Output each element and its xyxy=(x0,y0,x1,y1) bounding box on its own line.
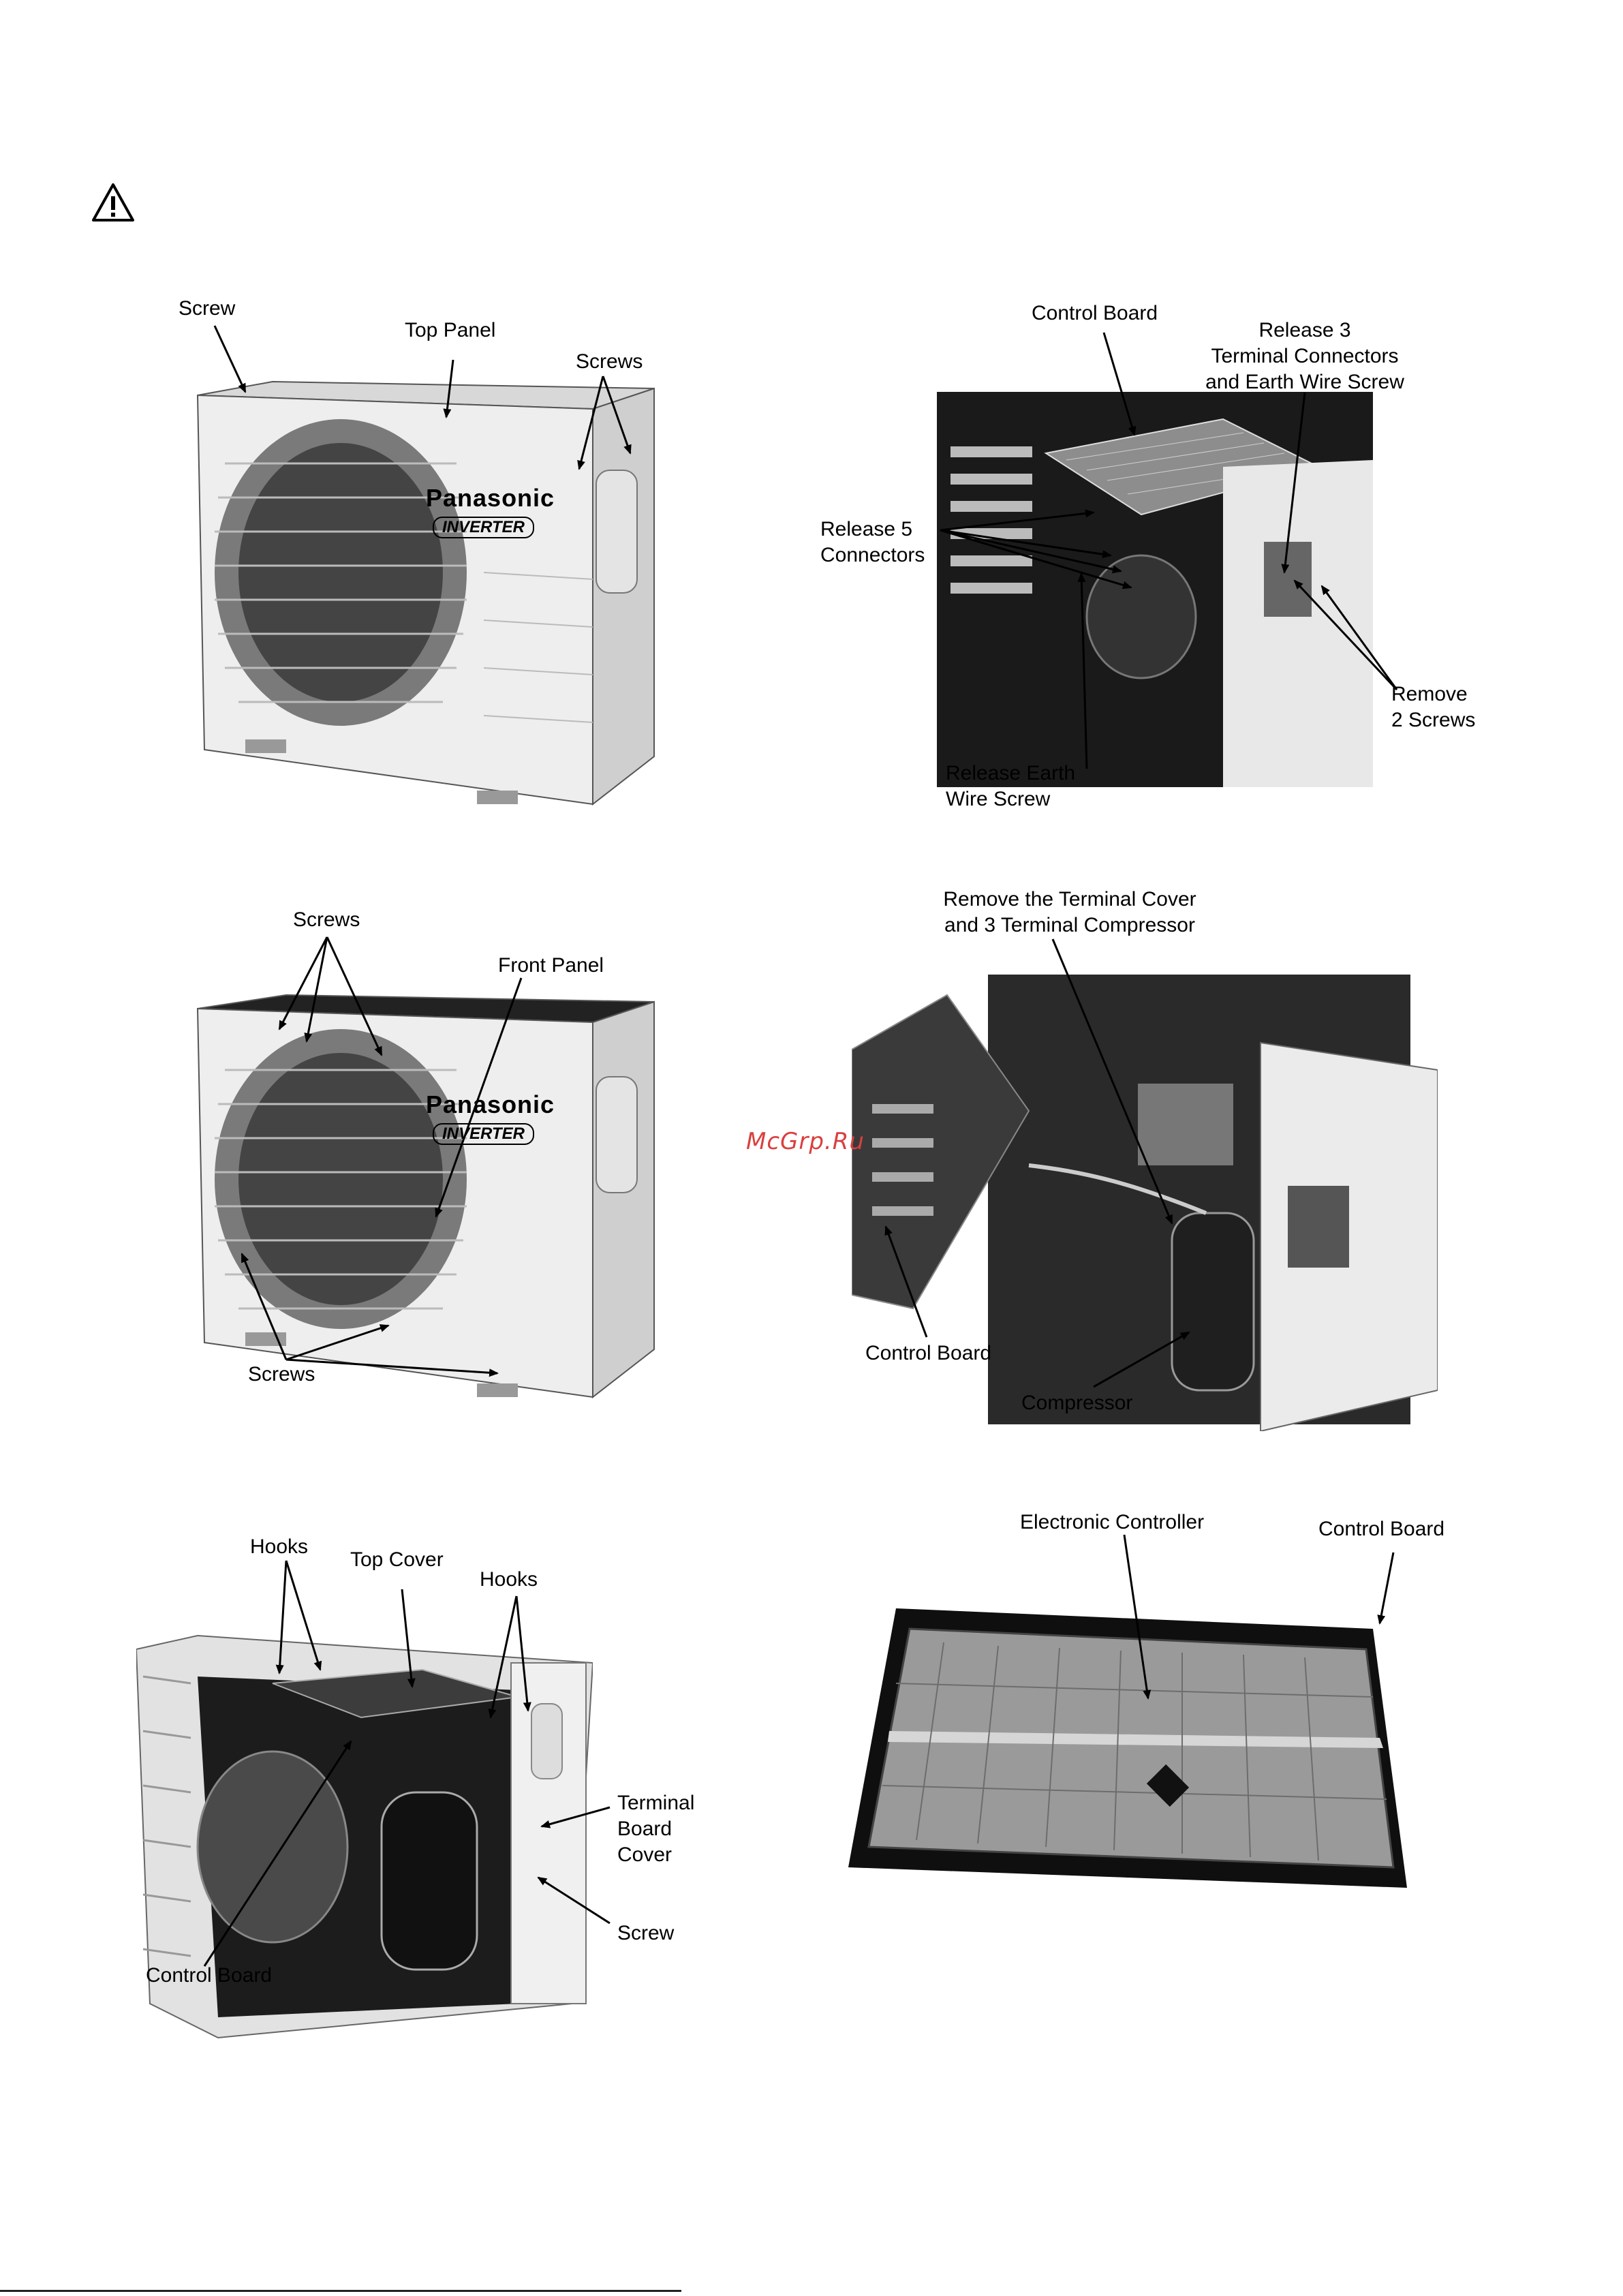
brand-logo: Panasonic xyxy=(426,484,555,512)
label-screws-bottom: Screws xyxy=(248,1363,315,1386)
photo-front-panel: Panasonic INVERTER xyxy=(184,981,675,1404)
label-release-3: Release 3 Terminal Connectors and Earth … xyxy=(1205,319,1404,393)
label-compressor: Compressor xyxy=(1021,1392,1133,1414)
photo-electronic-controller xyxy=(841,1567,1414,1922)
label-release-5-connectors: Release 5 Connectors xyxy=(820,518,925,566)
photo-compressor-terminal xyxy=(851,968,1438,1433)
label-screws: Screws xyxy=(576,350,643,373)
label-electronic-controller: Electronic Controller xyxy=(1020,1511,1205,1533)
warning-triangle-icon xyxy=(91,183,135,222)
label-top-panel: Top Panel xyxy=(405,319,496,341)
photo-outdoor-unit-top-panel: Panasonic INVERTER xyxy=(184,368,675,811)
inverter-badge: INVERTER xyxy=(433,517,534,538)
label-control-board: Control Board xyxy=(146,1964,273,1987)
label-screw: Screw xyxy=(617,1922,675,1944)
label-remove-terminal-cover: Remove the Terminal Cover and 3 Terminal… xyxy=(943,888,1196,936)
photo-top-cover-hooks xyxy=(135,1622,594,2045)
inverter-badge: INVERTER xyxy=(433,1123,534,1145)
label-control-board: Control Board xyxy=(865,1342,992,1364)
label-remove-2-screws: Remove 2 Screws xyxy=(1391,683,1476,731)
label-top-cover: Top Cover xyxy=(350,1548,444,1571)
label-screws-top: Screws xyxy=(293,908,360,931)
label-front-panel: Front Panel xyxy=(498,954,604,977)
label-control-board: Control Board xyxy=(1318,1518,1445,1540)
label-screw: Screw xyxy=(179,297,236,320)
footer-rule xyxy=(0,2290,681,2292)
photo-control-board-connectors xyxy=(937,392,1373,787)
brand-logo: Panasonic xyxy=(426,1090,555,1118)
label-hooks-left: Hooks xyxy=(250,1535,309,1558)
label-terminal-board-cover: Terminal Board Cover xyxy=(617,1792,695,1866)
watermark: McGrp.Ru xyxy=(746,1128,865,1155)
label-hooks-right: Hooks xyxy=(480,1568,538,1591)
label-control-board: Control Board xyxy=(1032,302,1158,324)
label-release-earth-wire-screw: Release Earth Wire Screw xyxy=(946,762,1076,810)
